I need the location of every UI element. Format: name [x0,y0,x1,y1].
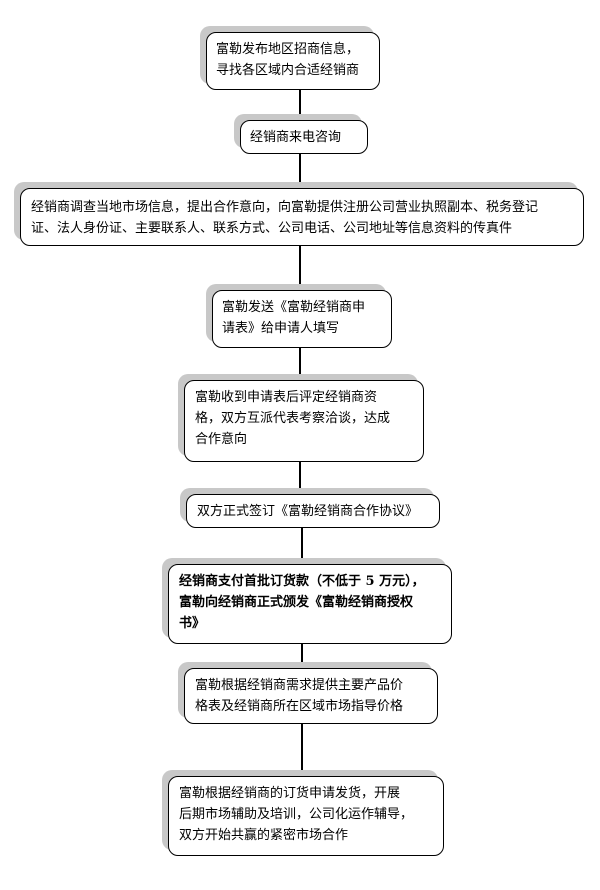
step-4-send-application-form: 富勒发送《富勒经销商申 请表》给申请人填写 [212,290,392,348]
step-5-line-1: 富勒收到申请表后评定经销商资 [195,390,378,405]
step-8-provide-price-list: 富勒根据经销商需求提供主要产品价 格表及经销商所在区域市场指导价格 [184,668,438,724]
step-6-sign-cooperation-agreement: 双方正式签订《富勒经销商合作协议》 [186,494,440,528]
step-7-line-1: 经销商支付首批订货款（不低于 5 万元）， [179,574,425,589]
step-9-ship-and-cooperate: 富勒根据经销商的订货申请发货，开展 后期市场辅助及培训，公司化运作辅导， 双方开… [168,776,444,856]
step-8-line-1: 富勒根据经销商需求提供主要产品价 [195,678,404,693]
step-7-line-3: 书》 [179,616,206,631]
step-1-line-1: 富勒发布地区招商信息， [216,42,360,57]
step-9-line-3: 双方开始共赢的紧密市场合作 [179,828,349,843]
step-2-dealer-inquiry: 经销商来电咨询 [240,120,368,154]
step-1-publish-recruitment-info: 富勒发布地区招商信息， 寻找各区域内合适经销商 [206,32,380,90]
step-9-line-2: 后期市场辅助及培训，公司化运作辅导， [179,807,414,822]
step-4-line-2: 请表》给申请人填写 [222,321,340,336]
step-9-line-1: 富勒根据经销商的订货申请发货，开展 [179,786,401,801]
step-5-line-3: 合作意向 [195,432,248,447]
step-1-line-2: 寻找各区域内合适经销商 [216,63,360,78]
step-3-line-2: 证、法人身份证、主要联系人、联系方式、公司电话、公司地址等信息资料的传真件 [31,221,513,236]
step-5-evaluate-qualification: 富勒收到申请表后评定经销商资 格，双方互派代表考察洽谈，达成 合作意向 [184,380,424,462]
step-7-pay-first-order-and-authorization: 经销商支付首批订货款（不低于 5 万元）， 富勒向经销商正式颁发《富勒经销商授权… [168,564,452,644]
step-2-line-1: 经销商来电咨询 [250,130,342,145]
step-7-line-2: 富勒向经销商正式颁发《富勒经销商授权 [179,595,414,610]
step-8-line-2: 格表及经销商所在区域市场指导价格 [195,699,404,714]
step-3-dealer-survey-and-submit: 经销商调查当地市场信息，提出合作意向，向富勒提供注册公司营业执照副本、税务登记 … [20,188,584,246]
step-6-line-1: 双方正式签订《富勒经销商合作协议》 [197,504,419,519]
step-4-line-1: 富勒发送《富勒经销商申 [222,300,366,315]
step-3-line-1: 经销商调查当地市场信息，提出合作意向，向富勒提供注册公司营业执照副本、税务登记 [31,200,539,215]
step-5-line-2: 格，双方互派代表考察洽谈，达成 [195,411,391,426]
